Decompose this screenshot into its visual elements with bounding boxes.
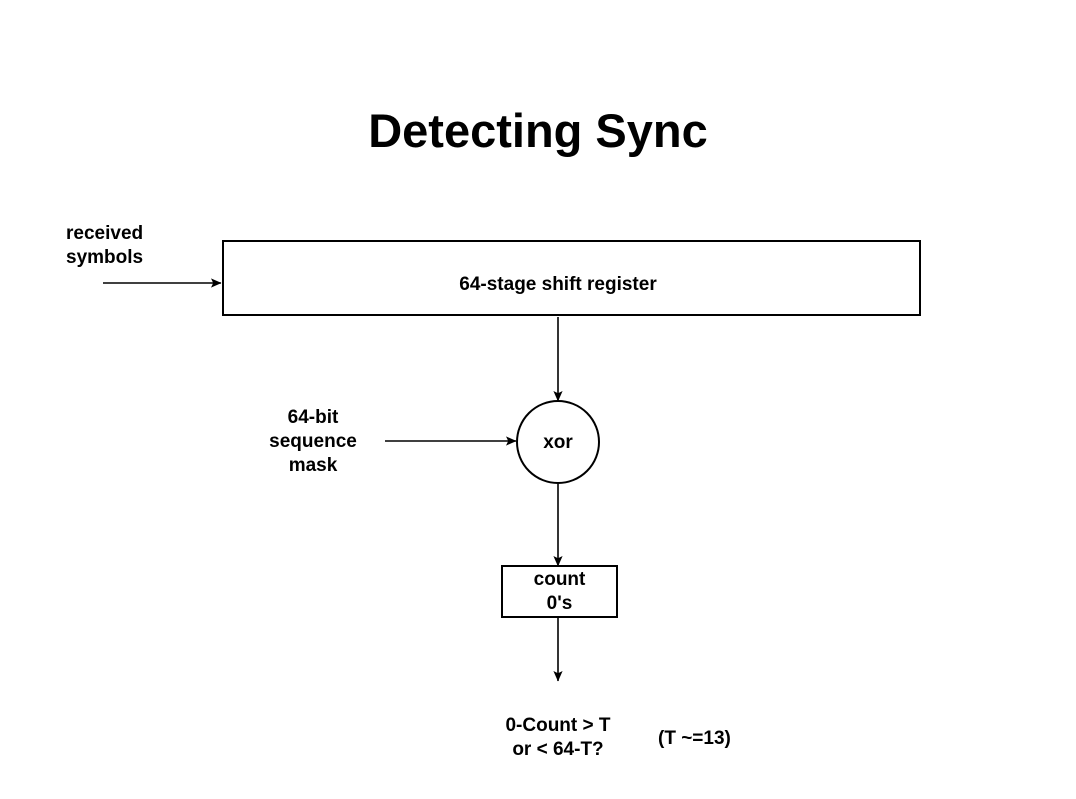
xor-node [516, 400, 600, 484]
xor-label: xor [543, 432, 573, 453]
page-title: Detecting Sync [368, 104, 708, 157]
count-zeros-label: count 0's [533, 569, 586, 614]
threshold-note-label: (T ~=13) [658, 728, 731, 749]
received-symbols-label: received symbols [66, 223, 144, 268]
shift-register-block [222, 240, 921, 316]
decision-label: 0-Count > T or < 64-T? [505, 715, 611, 760]
count-zeros-block [501, 565, 618, 618]
shift-register-label: 64-stage shift register [459, 274, 657, 295]
sequence-mask-label: 64-bit sequence mask [269, 407, 357, 476]
